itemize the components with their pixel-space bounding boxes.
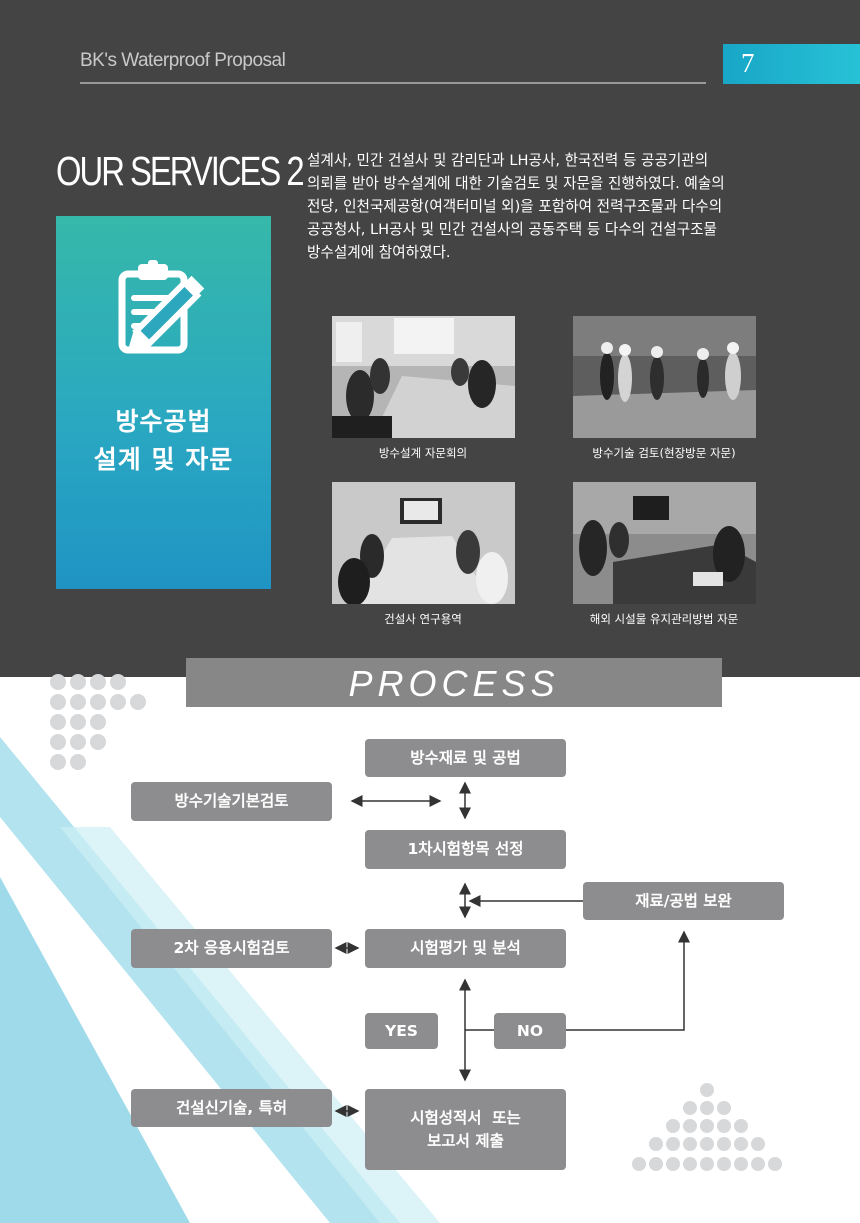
intro-line: 설계사, 민간 건설사 및 감리단과 LH공사, 한국전력 등 공공기관의 [307,152,709,169]
process-step-new-tech: 건설신기술, 특허 [131,1089,332,1127]
intro-line: 전당, 인천국제공항(여객터미널 외)을 포함하여 전력구조물과 다수의 [307,198,723,215]
section-title: OUR SERVICES 2 [56,148,305,194]
dot-pattern-right [632,1083,782,1171]
page-number: 7 [741,48,755,78]
process-decision-yes: YES [365,1013,438,1049]
intro-line: 의뢰를 받아 방수설계에 대한 기술검토 및 자문을 진행하였다. 예술의 [307,175,725,192]
brand-title: BK's Waterproof Proposal [80,50,286,71]
photo-caption: 방수기술 검토(현장방문 자문) [592,446,736,460]
meeting-photo-image [332,316,515,438]
photo-caption: 건설사 연구용역 [384,612,462,626]
process-step-report: 시험성적서 또는 보고서 제출 [365,1089,566,1170]
process-title: PROCESS [348,663,560,704]
clipboard-pencil-icon [118,260,205,354]
overseas-photo-image [573,482,756,604]
dot-pattern-left [50,674,146,770]
service-label-line1: 방수공법 [115,407,212,436]
photo-caption: 방수설계 자문회의 [378,446,468,460]
process-step-evaluation: 시험평가 및 분석 [365,929,566,968]
photo-research [332,482,515,604]
service-card: 방수공법 설계 및 자문 [56,216,271,589]
photo-meeting [332,316,515,438]
intro-line: 방수설계에 참여하였다. [307,244,451,261]
intro-paragraph: 설계사, 민간 건설사 및 감리단과 LH공사, 한국전력 등 공공기관의 의뢰… [307,149,807,264]
process-banner: PROCESS [186,658,722,707]
page-number-badge: 7 [723,44,860,84]
process-step-first-selection: 1차시험항목 선정 [365,830,566,869]
service-label-line2: 설계 및 자문 [93,445,234,474]
report-line2: 보고서 제출 [427,1131,504,1150]
process-step-supplement: 재료/공법 보완 [583,882,784,920]
process-step-materials: 방수재료 및 공법 [365,739,566,777]
top-section: BK's Waterproof Proposal 7 OUR SERVICES … [0,0,860,677]
research-photo-image [332,482,515,604]
photo-site-visit [573,316,756,438]
process-step-second-review: 2차 응용시험검토 [131,929,332,968]
intro-line: 공공청사, LH공사 및 민간 건설사의 공동주택 등 다수의 건설구조물 [307,221,717,238]
report-line1: 시험성적서 또는 [410,1108,521,1127]
process-step-basic-review: 방수기술기본검토 [131,782,332,821]
header-divider [80,82,706,84]
photo-overseas [573,482,756,604]
site-visit-photo-image [573,316,756,438]
photo-caption: 해외 시설물 유지관리방법 자문 [589,612,739,626]
process-decision-no: NO [494,1013,566,1049]
